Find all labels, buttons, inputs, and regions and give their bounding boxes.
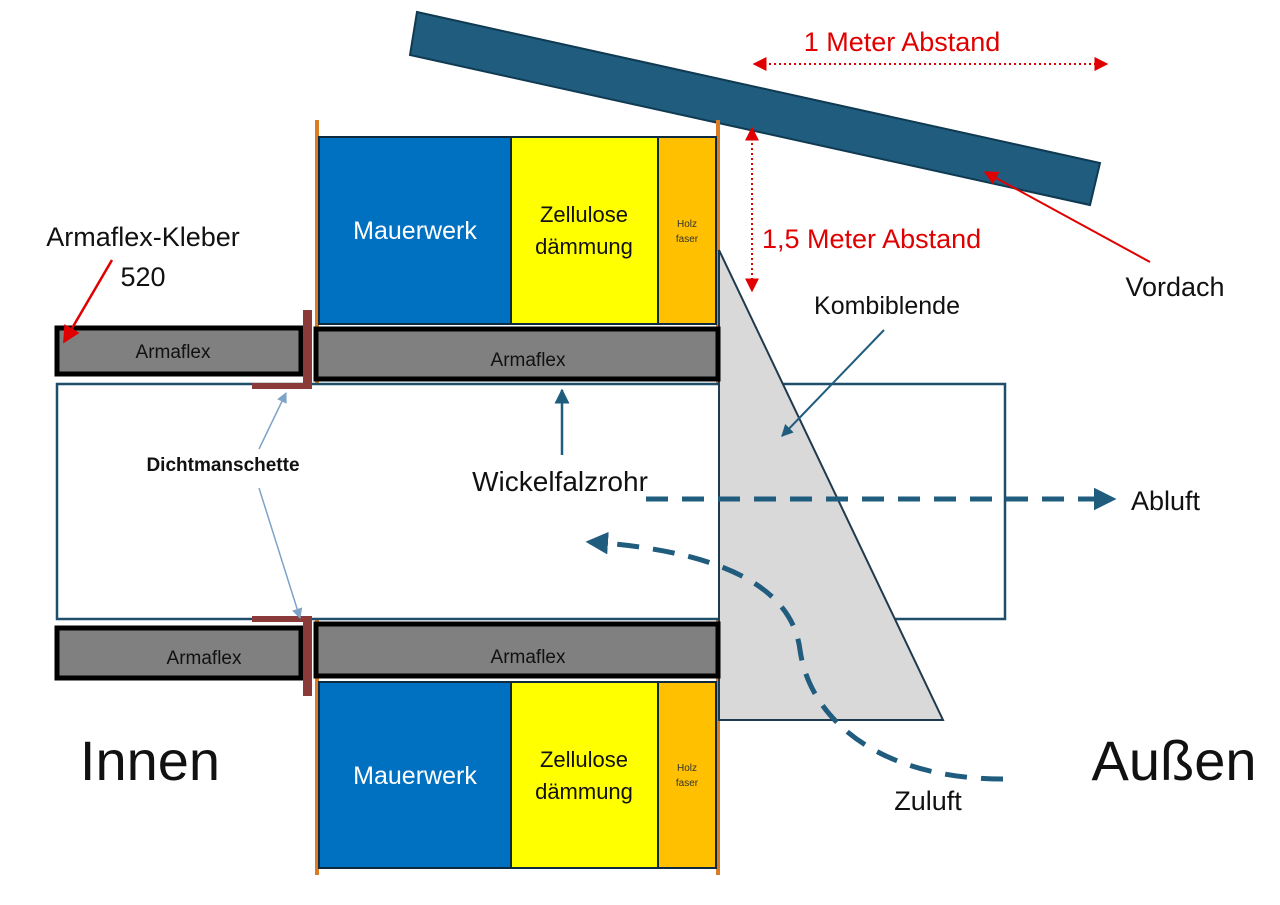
zellulose-layer-upper — [510, 136, 659, 325]
armaflex-upper-left: Armaflex — [54, 325, 304, 377]
kombiblende-label: Kombiblende — [814, 292, 960, 320]
dichtmanschette-upper — [252, 310, 312, 389]
vordach-canopy — [408, 10, 1102, 207]
mauerwerk-label-upper: Mauerwerk — [353, 217, 477, 245]
zuluft-flow-arrow — [585, 531, 1004, 782]
vordach-label: Vordach — [1125, 272, 1224, 302]
zellulose-label-lower-2: dämmung — [535, 779, 633, 804]
aussen-label: Außen — [1092, 729, 1257, 792]
mauerwerk-layer-upper — [318, 136, 512, 325]
armaflex-label-upper-right: Armaflex — [491, 350, 566, 371]
mauerwerk-label-lower: Mauerwerk — [353, 762, 477, 790]
armaflex-lower-right: Armaflex — [313, 621, 721, 679]
holz-label-lower-2: faser — [676, 778, 699, 789]
distance-vertical-label: 1,5 Meter Abstand — [762, 224, 981, 254]
zellulose-label-upper-1: Zellulose — [540, 202, 628, 227]
holzfaser-layer-lower — [657, 681, 717, 869]
zellulose-label-upper-2: dämmung — [535, 234, 633, 259]
dichtmanschette-label: Dichtmanschette — [146, 455, 299, 476]
zellulose-label-lower-1: Zellulose — [540, 747, 628, 772]
holz-label-upper-1: Holz — [677, 219, 697, 230]
kombiblende-arrow — [781, 329, 885, 437]
wickelfalzrohr-label: Wickelfalzrohr — [472, 466, 648, 497]
vordach-arrow — [983, 171, 1151, 263]
armaflex-kleber-label-1: Armaflex-Kleber — [46, 222, 240, 252]
upper-wall: Mauerwerk Zellulose dämmung Holz faser — [318, 136, 717, 325]
armaflex-kleber-arrow — [62, 259, 114, 344]
distance-horizontal-label: 1 Meter Abstand — [804, 27, 1001, 57]
holz-label-lower-1: Holz — [677, 763, 697, 774]
armaflex-upper-right: Armaflex — [313, 326, 721, 382]
armaflex-kleber-label-2: 520 — [120, 262, 165, 292]
armaflex-label-upper-left: Armaflex — [136, 342, 211, 363]
armaflex-label-lower-right: Armaflex — [491, 647, 566, 668]
zuluft-label: Zuluft — [894, 786, 962, 816]
holzfaser-layer-upper — [657, 136, 717, 325]
armaflex-lower-left: Armaflex — [54, 625, 304, 681]
lower-wall: Mauerwerk Zellulose dämmung Holz faser — [318, 681, 717, 869]
dichtmanschette-lower — [252, 616, 312, 696]
abluft-label: Abluft — [1131, 486, 1201, 516]
holz-label-upper-2: faser — [676, 234, 699, 245]
mauerwerk-layer-lower — [318, 681, 512, 869]
dichtmanschette-arrow-upper — [258, 392, 287, 450]
zellulose-layer-lower — [510, 681, 659, 869]
kombiblende-shape — [718, 249, 945, 721]
armaflex-label-lower-left: Armaflex — [167, 648, 242, 669]
dichtmanschette-arrow-lower — [258, 487, 303, 620]
innen-label: Innen — [80, 729, 220, 792]
